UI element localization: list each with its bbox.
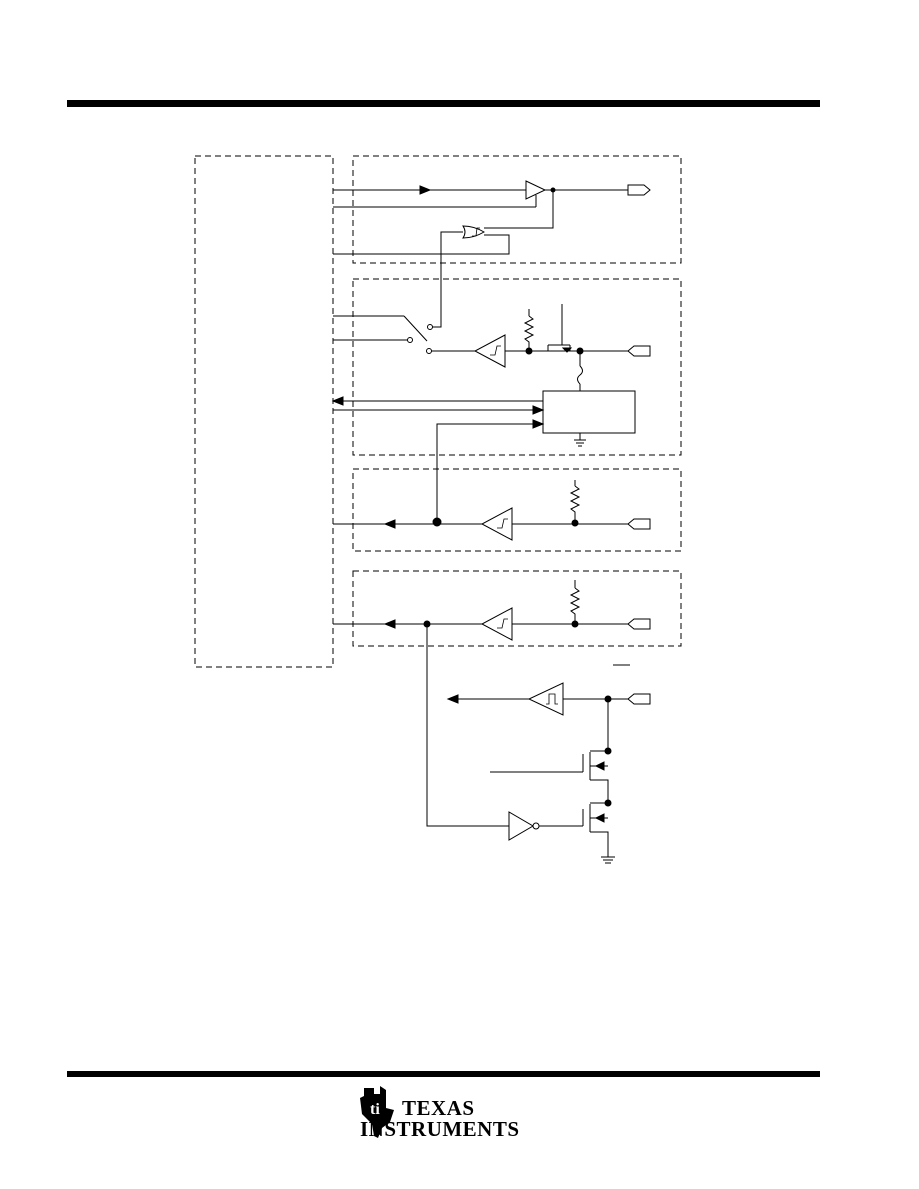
or-gate-icon [462, 225, 485, 239]
schmitt-buffer-icon [480, 607, 513, 641]
header-rule [67, 100, 820, 107]
input-block-2 [352, 570, 682, 647]
ti-state-logo-icon: ti [360, 1086, 394, 1138]
arrow-right-icon [419, 185, 432, 195]
schmitt-buffer-icon [480, 507, 513, 541]
input-pad-icon [627, 693, 651, 705]
logo-text-line2: Instruments [360, 1117, 520, 1141]
input-pad-icon [627, 345, 651, 357]
input-block-1 [352, 468, 682, 552]
logo-text-line1: Texas [402, 1096, 475, 1120]
fuse-icon [577, 365, 583, 385]
controller-block [194, 155, 334, 668]
input-pad-icon [627, 618, 651, 630]
schmitt-buffer-icon [473, 334, 506, 368]
output-block [352, 155, 682, 264]
input-pad-icon [627, 518, 651, 530]
resistor-icon [569, 485, 581, 523]
footer-rule [67, 1071, 820, 1077]
inverter-icon [508, 811, 534, 841]
analog-block [542, 390, 636, 434]
resistor-icon [523, 315, 535, 351]
bidirectional-block [352, 278, 682, 456]
svg-text:ti: ti [370, 1101, 380, 1118]
resistor-icon [569, 587, 581, 624]
ti-logo: ti Texas Instruments [356, 1084, 519, 1144]
output-pad-icon [627, 184, 651, 196]
output-buffer-icon [525, 180, 547, 200]
schmitt-buffer-icon [527, 682, 564, 716]
